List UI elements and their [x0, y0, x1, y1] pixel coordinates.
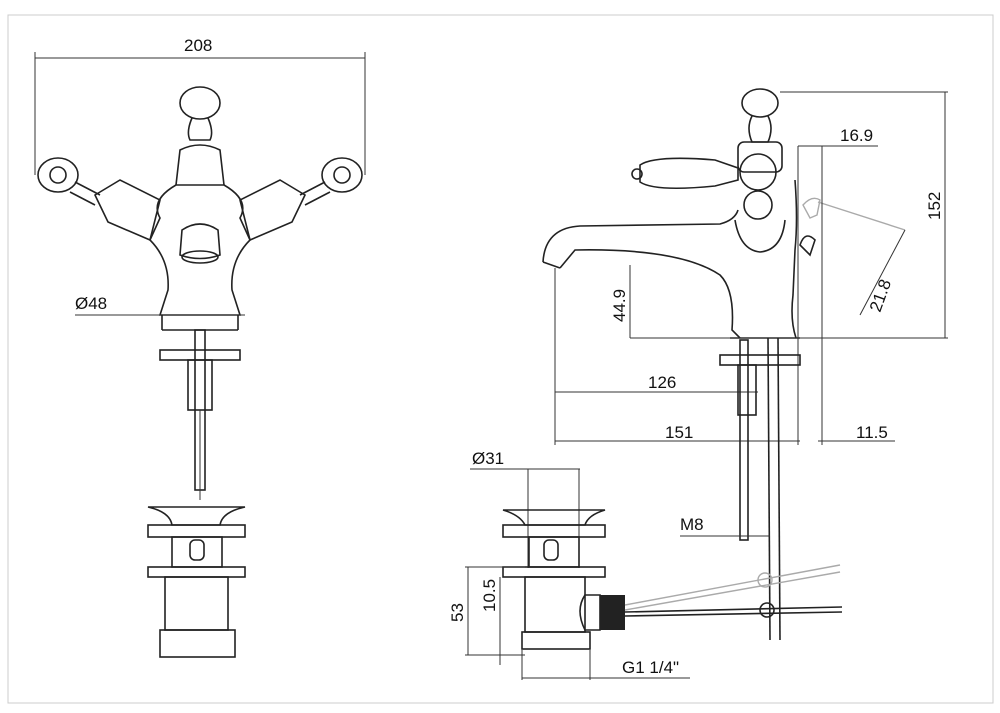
- front-view-waste: [147, 506, 246, 658]
- dim-waste-flange: 10.5: [480, 579, 499, 612]
- dim-spout-reach-126: 126: [648, 373, 676, 392]
- dim-spout-clearance: 44.9: [610, 289, 629, 322]
- dim-lever-offset: 16.9: [840, 126, 873, 145]
- dim-waste-thread: G1 1/4": [622, 658, 679, 677]
- dim-rod-offset: 11.5: [856, 423, 888, 442]
- dim-spout-reach-151: 151: [665, 423, 693, 442]
- dim-thread-size: M8: [680, 515, 704, 534]
- dim-waste-height: 53: [448, 603, 467, 622]
- front-view-tap: [34, 52, 366, 500]
- dim-overall-height: 152: [925, 192, 944, 220]
- side-view-waste: [465, 468, 843, 680]
- dim-lever-length: 21.8: [866, 277, 895, 315]
- side-view-tap: [542, 88, 948, 641]
- dim-waste-diameter: Ø31: [472, 449, 504, 468]
- drawing-frame: [7, 14, 994, 704]
- dim-base-diameter: Ø48: [75, 294, 107, 313]
- dim-overall-width: 208: [184, 36, 212, 55]
- rod-nut: [600, 595, 625, 630]
